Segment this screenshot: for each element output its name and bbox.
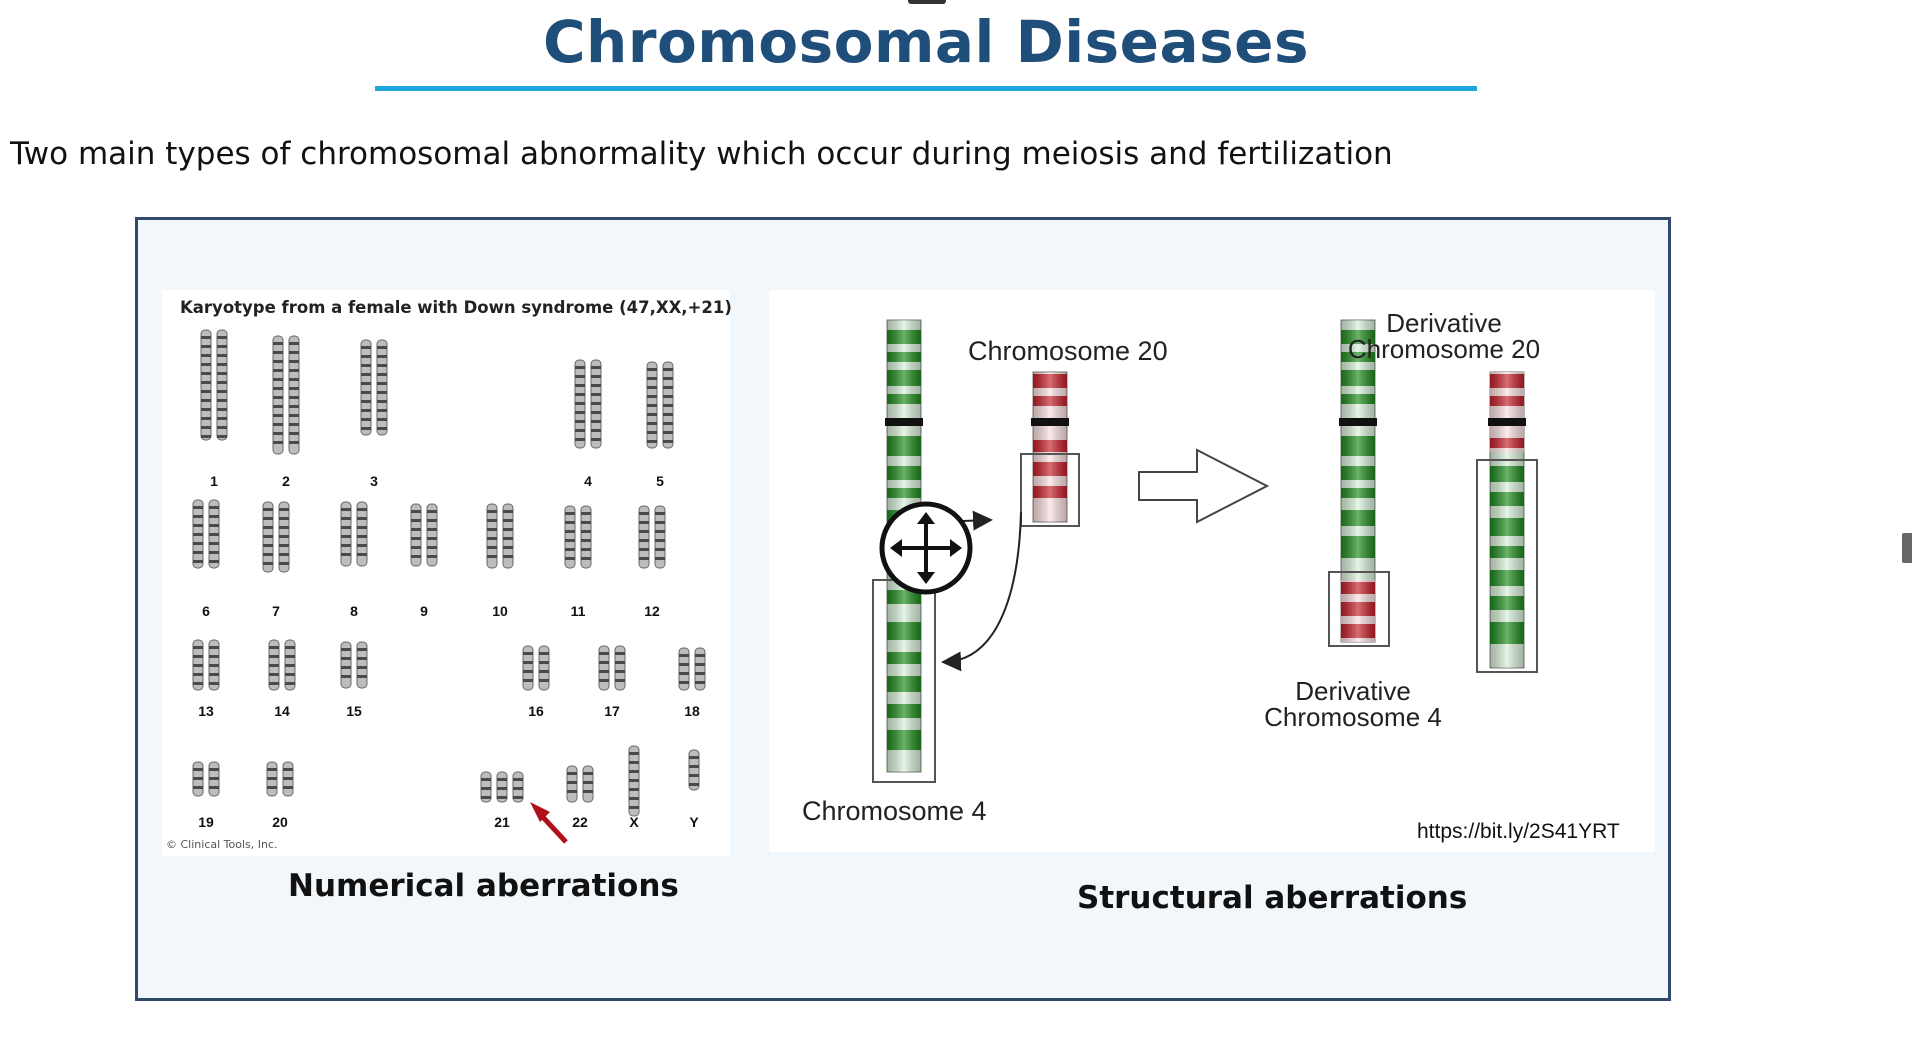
- chromosome-label-13: 13: [198, 703, 214, 719]
- chromosome-label-9: 9: [420, 603, 428, 619]
- window-tab[interactable]: [908, 0, 946, 4]
- chromosome-pair-3: 3: [360, 339, 388, 489]
- chromosome-label-18: 18: [684, 703, 700, 719]
- chromosome-pair-17: 17: [598, 645, 626, 719]
- chromosome-label-5: 5: [656, 473, 664, 489]
- chromosome-pair-6: 6: [192, 499, 220, 619]
- chromosome-pair-12: 12: [638, 505, 666, 619]
- chromosome-label-Y: Y: [689, 814, 699, 830]
- chromosome-pair-10: 10: [486, 503, 514, 619]
- chromosome-pair-Y: Y: [688, 749, 700, 830]
- chromosome-label-6: 6: [202, 603, 210, 619]
- chromosome-label-4: 4: [584, 473, 592, 489]
- slide-subtitle: Two main types of chromosomal abnormalit…: [10, 136, 1393, 172]
- title-underline: [375, 86, 1477, 91]
- chromosome-label-3: 3: [370, 473, 378, 489]
- chromosome-pair-20: 20: [266, 761, 294, 830]
- chromosome-label-21: 21: [494, 814, 510, 830]
- numerical-aberrations-caption: Numerical aberrations: [288, 868, 679, 904]
- move-cursor-icon[interactable]: [879, 501, 973, 595]
- chromosome-label-1: 1: [210, 473, 218, 489]
- trisomy-21-arrow-icon: [530, 802, 568, 844]
- exchange-arrow-in: [941, 511, 1022, 672]
- chromosome-label-17: 17: [604, 703, 620, 719]
- chromosome-pair-14: 14: [268, 639, 296, 719]
- chromosome-pair-22: 22: [566, 765, 594, 830]
- chromosome-label-16: 16: [528, 703, 544, 719]
- chromosome-label-19: 19: [198, 814, 214, 830]
- chromosome-20: [1020, 371, 1080, 527]
- chromosome-pair-19: 19: [192, 761, 220, 830]
- chromosome-pair-16: 16: [522, 645, 550, 719]
- structural-aberrations-caption: Structural aberrations: [1077, 880, 1468, 916]
- translocation-svg: Chromosome 20 Chromosome 4 Derivative Ch…: [802, 308, 1620, 843]
- chromosome-label-20: 20: [272, 814, 288, 830]
- block-arrow-icon: [1138, 448, 1270, 524]
- karyotype-image[interactable]: Karyotype from a female with Down syndro…: [162, 290, 732, 856]
- chromosome-label-14: 14: [274, 703, 290, 719]
- chromosome-pair-11: 11: [564, 505, 592, 619]
- slide-title: Chromosomal Diseases: [542, 8, 1309, 76]
- source-url: https://bit.ly/2S41YRT: [1417, 820, 1620, 843]
- chromosome-pair-21: 21: [480, 771, 524, 830]
- chromosome-label-7: 7: [272, 603, 280, 619]
- chromosome-pair-5: 5: [646, 361, 674, 489]
- chromosome-pair-2: 2: [272, 335, 300, 489]
- chromosome-4-label: Chromosome 4: [802, 796, 987, 826]
- chromosome-pair-15: 15: [340, 641, 368, 719]
- chromosome-label-15: 15: [346, 703, 362, 719]
- chromosome-pair-13: 13: [192, 639, 220, 719]
- chromosome-20-label: Chromosome 20: [968, 336, 1168, 366]
- karyotype-title: Karyotype from a female with Down syndro…: [180, 298, 732, 317]
- side-panel-handle[interactable]: [1902, 533, 1912, 563]
- chromosome-label-10: 10: [492, 603, 508, 619]
- translocation-diagram[interactable]: Chromosome 20 Chromosome 4 Derivative Ch…: [769, 290, 1655, 852]
- chromosome-label-X: X: [629, 814, 639, 830]
- chromosome-pair-18: 18: [678, 647, 706, 719]
- derivative-4-label-line1: Derivative: [1295, 676, 1411, 706]
- chromosome-pair-8: 8: [340, 501, 368, 619]
- chromosome-pair-X: X: [628, 745, 640, 830]
- derivative-20-label-line2: Chromosome 20: [1348, 334, 1540, 364]
- copyright-text: © Clinical Tools, Inc.: [166, 838, 278, 851]
- chromosome-label-8: 8: [350, 603, 358, 619]
- chromosome-pair-4: 4: [574, 359, 602, 489]
- derivative-chromosome-20: [1476, 371, 1538, 673]
- chromosome-pair-9: 9: [410, 503, 438, 619]
- derivative-chromosome-4: [1328, 319, 1390, 647]
- chromosome-pair-1: 1: [200, 329, 228, 489]
- derivative-4-label-line2: Chromosome 4: [1264, 702, 1442, 732]
- chromosome-label-2: 2: [282, 473, 290, 489]
- derivative-20-label-line1: Derivative: [1386, 308, 1502, 338]
- chromosome-label-12: 12: [644, 603, 660, 619]
- chromosome-label-11: 11: [571, 603, 586, 619]
- chromosome-label-22: 22: [572, 814, 588, 830]
- chromosome-pair-7: 7: [262, 501, 290, 619]
